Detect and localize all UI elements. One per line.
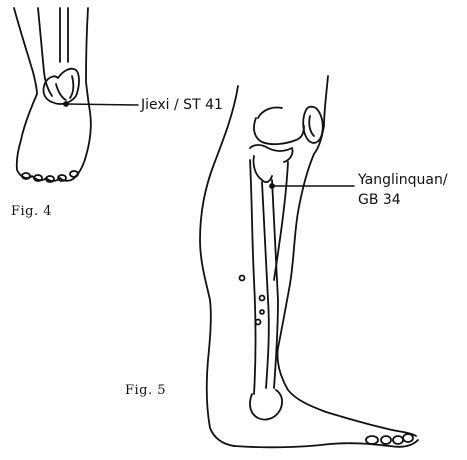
foot-illustration-fig4 [14,8,138,182]
foot-fibula [60,8,68,62]
leg-illustration-fig5 [200,76,418,447]
leg-ankle-bones [250,390,282,420]
foot-outline [14,8,91,181]
leg-back-outline [200,86,238,446]
leg-foot-top [326,412,416,436]
leg-foot-toes [366,434,413,444]
knee-femur [254,107,304,144]
fibula-shaft [262,180,278,388]
fig5-caption: Fig. 5 [125,383,166,398]
fig4-caption: Fig. 4 [11,204,52,219]
leg-muscle-markers [240,276,265,325]
knee-patella [303,107,323,143]
yanglinquan-point-label-line2: GB 34 [358,192,401,208]
tibia-head [250,145,293,162]
jiexi-point-label: Jiexi / ST 41 [141,97,223,113]
jiexi-point-marker [64,102,68,106]
jiexi-leader-line [66,104,138,105]
yanglinquan-point-marker [270,184,274,188]
tibia-shaft [250,160,288,394]
fibula-head [253,156,272,182]
knee-patella-inner [309,116,314,136]
yanglinquan-point-label-line1: Yanglinquan/ [358,172,448,188]
foot-ankle-detail [56,76,73,100]
